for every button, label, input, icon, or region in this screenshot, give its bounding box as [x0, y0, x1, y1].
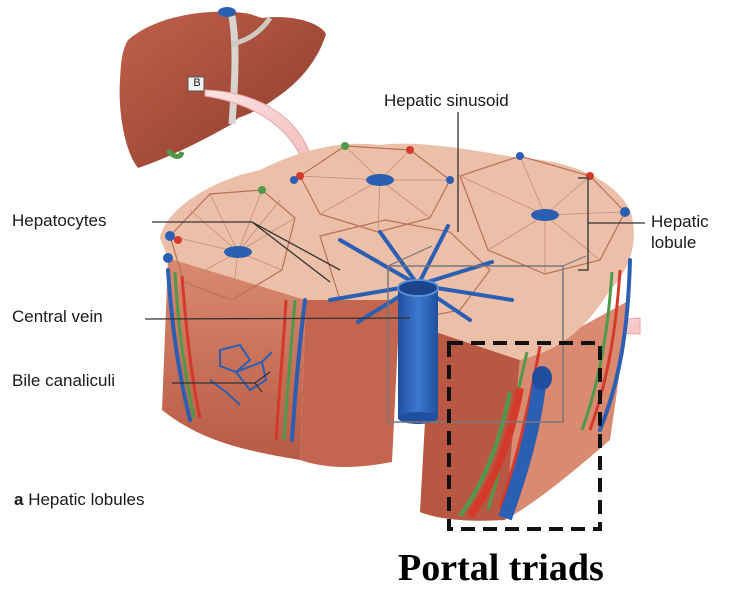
label-hepatic-sinusoid: Hepatic sinusoid — [384, 91, 509, 111]
label-hepatic-lobule-line2: lobule — [651, 233, 696, 253]
portal-triads-label: Portal triads — [398, 546, 604, 590]
label-hepatic-lobule-line1: Hepatic — [651, 212, 709, 232]
figure-caption: a Hepatic lobules — [14, 490, 144, 510]
caption-text: Hepatic lobules — [28, 490, 144, 509]
label-hepatocytes: Hepatocytes — [12, 211, 107, 231]
inset-marker: B — [190, 77, 204, 90]
label-central-vein: Central vein — [12, 307, 103, 327]
caption-letter: a — [14, 490, 23, 509]
central-vein-right — [531, 209, 559, 221]
central-vein-top — [366, 174, 394, 186]
central-vein-cylinder — [398, 280, 438, 424]
label-bile-canaliculi: Bile canaliculi — [12, 371, 115, 391]
central-vein-left — [224, 246, 252, 258]
